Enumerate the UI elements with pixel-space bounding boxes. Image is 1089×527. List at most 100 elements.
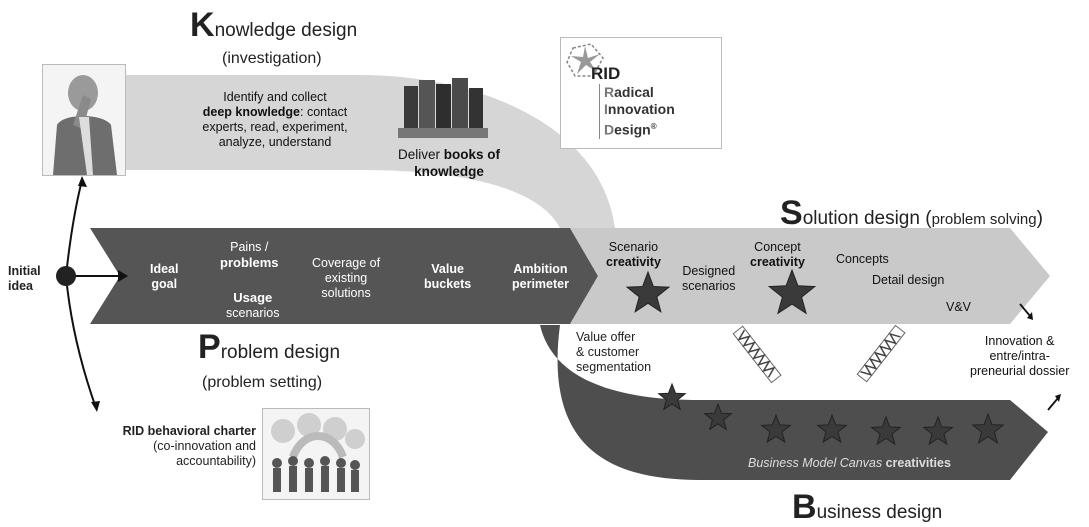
step-designed-scenarios: Designed scenarios: [682, 264, 736, 294]
knowledge-description: Identify and collect deep knowledge: con…: [170, 90, 380, 150]
deliver-books: Deliver books of knowledge: [398, 146, 500, 180]
value-offer-l2: & customer: [576, 345, 640, 359]
knowledge-rest: nowledge design: [214, 20, 358, 41]
step-pains-l2: problems: [220, 255, 279, 270]
bmc-creativities: Business Model Canvas creativities: [748, 456, 951, 470]
solution-paren: problem solving: [931, 211, 1037, 228]
arrow-seam: [570, 228, 600, 324]
star-icon: [760, 413, 792, 444]
step-coverage-l2: existing: [324, 271, 368, 285]
innovation-dossier: Innovation & entre/intra- preneurial dos…: [970, 334, 1069, 379]
step-designed-l2: scenarios: [682, 279, 736, 293]
arrowhead-business: [1055, 394, 1061, 402]
rid-mark: RID: [591, 64, 621, 83]
knowledge-title: Knowledge design: [190, 6, 357, 45]
step-vv: V&V: [946, 300, 972, 314]
problem-rest: roblem design: [220, 342, 341, 363]
step-ideal-l2: goal: [151, 277, 178, 291]
step-concept-creativity: Concept creativity: [750, 240, 805, 270]
step-coverage-l3: solutions: [321, 286, 371, 300]
rid-word-innovation: nnovation: [607, 101, 675, 117]
step-scenario-l1: Scenario: [608, 240, 659, 254]
initial-line2: idea: [8, 279, 34, 293]
thinking-man-photo: [42, 64, 126, 176]
rid-word-design: esign: [614, 121, 651, 138]
behavioral-charter: RID behavioral charter (co-innovation an…: [80, 424, 256, 469]
step-usage-l1: Usage: [233, 290, 273, 305]
team-puzzle-photo: [262, 408, 370, 500]
knowledge-band: [125, 75, 615, 228]
rid-logo: RID Radical Innovation Design®: [560, 37, 722, 149]
deliver-bold1: books of: [443, 147, 501, 162]
step-scenario-creativity: Scenario creativity: [606, 240, 661, 270]
value-offer: Value offer & customer segmentation: [576, 330, 651, 375]
rid-star-logo: [566, 43, 604, 77]
arrowhead-solution: [1027, 312, 1033, 320]
step-ambition-l2: perimeter: [512, 277, 569, 291]
star-icon: [625, 270, 671, 313]
spring-icon: [856, 324, 906, 383]
solution-close: ): [1036, 208, 1043, 229]
innovation-l2: entre/intra-: [989, 349, 1050, 363]
problem-arrow: [90, 228, 598, 324]
output-arrows: [1019, 303, 1059, 411]
rid-cap-r: R: [604, 84, 615, 100]
step-concepts: Concepts: [836, 252, 889, 266]
bmc-bold: creativities: [885, 456, 951, 470]
problem-subtitle: (problem setting): [202, 374, 323, 391]
solution-rest: olution design (: [802, 208, 932, 229]
rid-registered: ®: [650, 122, 657, 131]
step-usage: Usage scenarios: [226, 290, 280, 321]
step-value-l2: buckets: [424, 277, 472, 291]
problem-title: Problem design: [198, 328, 340, 367]
value-offer-l1: Value offer: [576, 330, 636, 344]
step-scenario-l2: creativity: [606, 255, 661, 269]
value-offer-l3: segmentation: [576, 360, 652, 374]
arrowhead-right: [118, 270, 128, 282]
knowledge-line2-rest: : contact: [300, 105, 348, 119]
business-title: Business design: [792, 488, 942, 527]
charter-l3: accountability): [176, 454, 256, 468]
step-usage-l2: scenarios: [226, 306, 280, 320]
star-icon: [703, 402, 733, 431]
step-concept-l1: Concept: [754, 240, 801, 254]
initial-idea-label: Initial idea: [8, 264, 41, 294]
charter-title: RID behavioral charter: [122, 424, 256, 438]
step-value-buckets: Value buckets: [424, 262, 471, 292]
books-icon: [398, 78, 488, 138]
business-band: [540, 325, 1048, 480]
step-pains: Pains / problems: [220, 240, 279, 271]
star-icon: [971, 412, 1005, 445]
deliver-bold2: knowledge: [414, 164, 484, 179]
innovation-l3: preneurial dossier: [970, 364, 1070, 378]
step-ambition: Ambition perimeter: [512, 262, 569, 292]
solution-title: Solution design (problem solving): [780, 194, 1043, 233]
step-designed-l1: Designed: [682, 264, 736, 278]
step-coverage-l1: Coverage of: [312, 256, 381, 270]
deliver-pre: Deliver: [398, 147, 444, 162]
solution-cap: S: [780, 194, 803, 232]
business-cap: B: [792, 488, 817, 526]
step-concept-l2: creativity: [750, 255, 805, 269]
star-icon: [870, 415, 902, 446]
knowledge-line4: analyze, understand: [218, 135, 332, 149]
knowledge-deep: deep knowledge: [202, 105, 300, 119]
step-ideal-goal: Ideal goal: [150, 262, 179, 292]
rid-cap-i: I: [604, 101, 608, 117]
step-coverage: Coverage of existing solutions: [312, 256, 380, 301]
knowledge-line3: experts, read, experiment,: [202, 120, 348, 134]
bmc-italic: Business Model Canvas: [748, 456, 886, 470]
knowledge-cap: K: [190, 6, 215, 44]
step-detail-design: Detail design: [872, 273, 945, 287]
star-icon: [657, 382, 687, 411]
step-pains-l1: Pains /: [230, 240, 269, 254]
rid-cap-d: D: [604, 121, 615, 138]
innovation-l1: Innovation &: [984, 334, 1055, 348]
initial-line1: Initial: [8, 264, 41, 278]
step-ideal-l1: Ideal: [150, 262, 179, 276]
business-rest: usiness design: [816, 502, 943, 523]
charter-l2: (co-innovation and: [153, 439, 256, 453]
arrowhead-up: [78, 176, 87, 187]
initial-idea-node: [56, 266, 76, 286]
